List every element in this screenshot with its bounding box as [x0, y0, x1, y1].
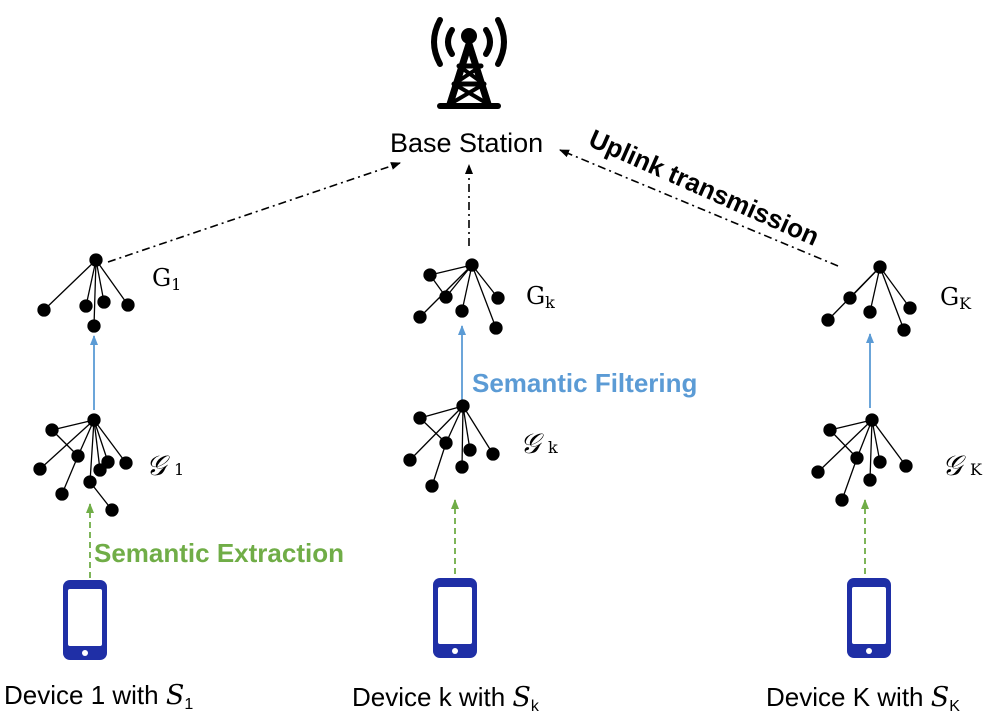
uplink-arrows [107, 149, 839, 267]
extracted-graph-1 [33, 413, 133, 517]
filtered-graph-label-1: G1 [152, 264, 182, 294]
device-label-k: Device k with Sk [352, 682, 539, 715]
filtered-graph-K [821, 260, 917, 337]
uplink-arrow-1 [107, 162, 401, 263]
device-label-K: Device K with SK [766, 682, 960, 715]
uplink-arrow-K [559, 149, 839, 267]
filtered-graph-1 [37, 253, 135, 333]
semantic-filtering-label: Semantic Filtering [472, 368, 698, 398]
extraction-arrows [86, 499, 869, 578]
device-label-1: Device 1 with S1 [4, 680, 194, 713]
phone-icon-k [433, 578, 477, 658]
filtered-graph-k [413, 258, 505, 335]
semantic-extraction-label: Semantic Extraction [94, 538, 344, 568]
extracted-graph-k [403, 399, 500, 493]
base-station-tower-icon [431, 17, 507, 109]
filtered-graph-label-k: Gk [526, 282, 555, 312]
filtering-arrows [90, 325, 874, 410]
filtered-graph-label-K: GK [940, 283, 972, 313]
base-station-label: Base Station [390, 128, 544, 158]
extracted-graph-K [811, 413, 913, 507]
phone-icon-1 [63, 580, 107, 660]
phone-icon-K [847, 578, 891, 658]
